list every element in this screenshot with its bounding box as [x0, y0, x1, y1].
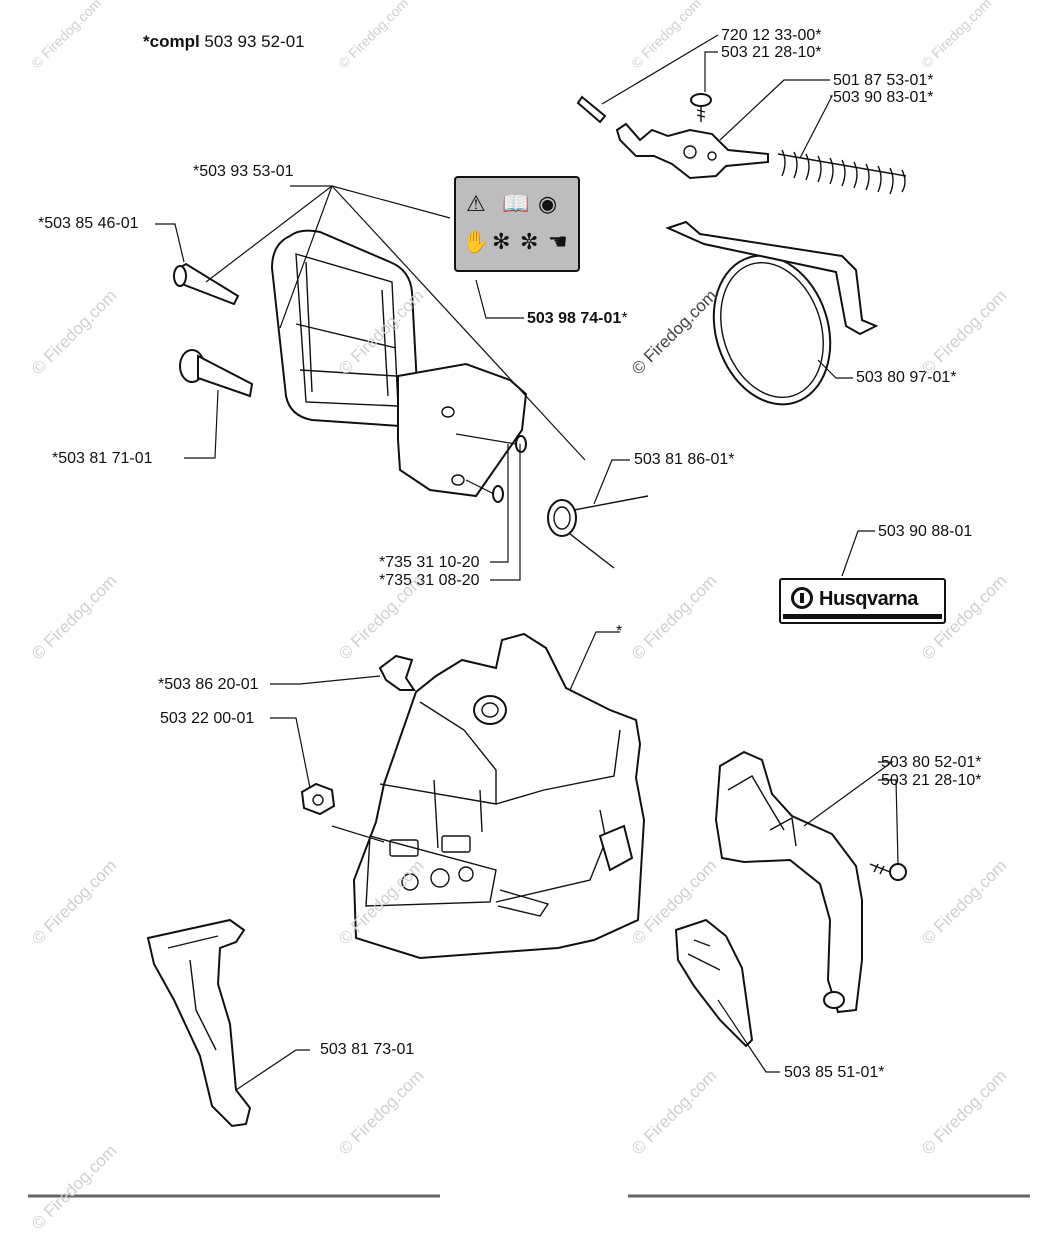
label-503-85-46: *503 85 46-01 — [38, 215, 139, 232]
label-503-98-74-star: * — [621, 310, 628, 327]
label-star: * — [616, 623, 623, 640]
nut-part — [300, 782, 336, 816]
bushing-part — [173, 262, 240, 306]
hand-guard-part — [270, 229, 420, 428]
shaft-part — [179, 349, 254, 398]
label-503-81-71: *503 81 71-01 — [52, 450, 153, 467]
compl-prefix: *compl — [143, 32, 200, 51]
washer-part-1 — [515, 435, 527, 453]
hand-guard-plate-part — [397, 362, 528, 498]
spring-part-top — [777, 149, 907, 195]
screw-part-low — [869, 863, 907, 881]
clutch-cover-part — [352, 632, 646, 960]
pin-part — [576, 95, 607, 124]
label-503-98-74: 503 98 74-01* — [527, 310, 628, 328]
label-503-21-28-top: 503 21 28-10* — [721, 44, 822, 61]
label-503-86-20: *503 86 20-01 — [158, 676, 259, 693]
brake-band-part — [665, 220, 879, 406]
washer-part-2 — [492, 485, 504, 503]
compl-heading: *compl 503 93 52-01 — [143, 33, 305, 51]
helmet-icon: ◉ — [538, 192, 558, 217]
label-503-21-28-low: 503 21 28-10* — [881, 772, 982, 789]
label-503-80-97: 503 80 97-01* — [856, 369, 957, 386]
label-503-85-51: 503 85 51-01* — [784, 1064, 885, 1081]
label-501-87-53: 501 87 53-01* — [833, 72, 934, 89]
label-503-93-53: *503 93 53-01 — [193, 163, 294, 180]
warning-triangle-icon: ⚠ — [466, 192, 486, 217]
label-503-80-52: 503 80 52-01* — [881, 754, 982, 771]
label-503-22-00: 503 22 00-01 — [160, 710, 255, 727]
label-735-31-10: *735 31 10-20 — [379, 554, 480, 571]
brand-text: Husqvarna — [819, 588, 918, 610]
torsion-spring-part — [547, 495, 649, 569]
hand-icon: ☚ — [548, 230, 568, 255]
decal-bar — [783, 614, 942, 619]
label-503-90-83: 503 90 83-01* — [833, 89, 934, 106]
cover-plate-part — [674, 918, 754, 1048]
brake-lever-part — [615, 122, 769, 180]
husqvarna-logo-icon — [791, 587, 813, 609]
compl-number: 503 93 52-01 — [204, 32, 305, 51]
label-503-98-74-number: 503 98 74-01 — [527, 310, 622, 327]
husqvarna-decal: Husqvarna — [779, 578, 946, 624]
label-503-81-73: 503 81 73-01 — [320, 1041, 415, 1058]
glove-icon: ✋ — [462, 230, 490, 255]
label-503-90-88: 503 90 88-01 — [878, 523, 973, 540]
screw-part-top — [690, 93, 712, 122]
fan-icon: ✻ — [492, 230, 511, 255]
saw-icon: ✼ — [520, 230, 539, 255]
label-503-81-86: 503 81 86-01* — [634, 451, 735, 468]
warning-decal: ⚠ 📖 ◉ ✋ ✻ ✼ ☚ — [454, 176, 580, 272]
side-plate-part — [714, 750, 863, 1014]
clip-part — [378, 654, 416, 691]
label-735-31-08: *735 31 08-20 — [379, 572, 480, 589]
label-720-12-33: 720 12 33-00* — [721, 27, 822, 44]
open-book-icon: 📖 — [502, 192, 530, 217]
parts-diagram — [28, 34, 1030, 1198]
guide-bar-part — [146, 918, 252, 1128]
